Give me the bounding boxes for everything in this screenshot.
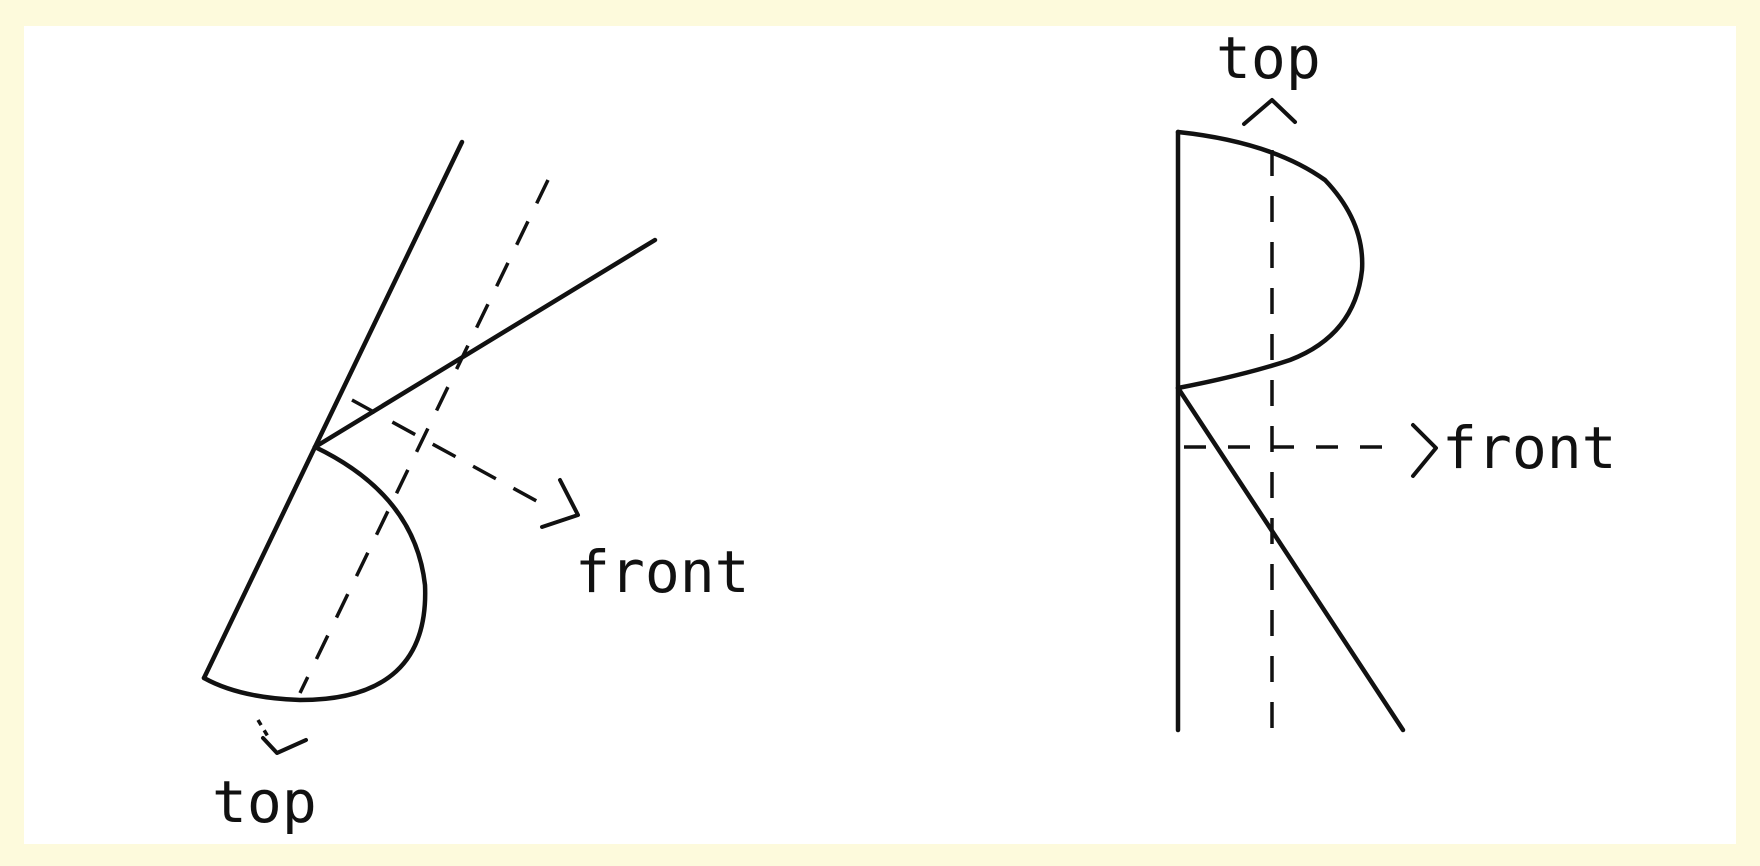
right-diagonal-line: [1175, 385, 1406, 733]
right-front-arrowhead: [1411, 423, 1438, 478]
diagram-panel: [24, 26, 1736, 844]
left-top-arrow-shaft: [256, 719, 272, 741]
right-front-label: front: [1442, 414, 1617, 482]
left-figure: front top: [201, 139, 750, 836]
left-half-disc: [201, 444, 428, 703]
left-front-arrowhead: [540, 478, 580, 529]
left-base-line: [201, 444, 318, 681]
right-top-arrowhead: [1242, 98, 1297, 126]
left-dashed-axis: [298, 179, 550, 694]
left-front-arrow-shaft: [351, 398, 554, 512]
right-half-disc: [1175, 129, 1365, 391]
left-top-arrowhead: [261, 736, 308, 755]
left-top-label: top: [212, 768, 317, 836]
left-front-label: front: [575, 538, 750, 606]
right-figure: top front: [1175, 24, 1617, 733]
right-top-label: top: [1216, 24, 1321, 92]
left-upper-line: [312, 139, 465, 450]
